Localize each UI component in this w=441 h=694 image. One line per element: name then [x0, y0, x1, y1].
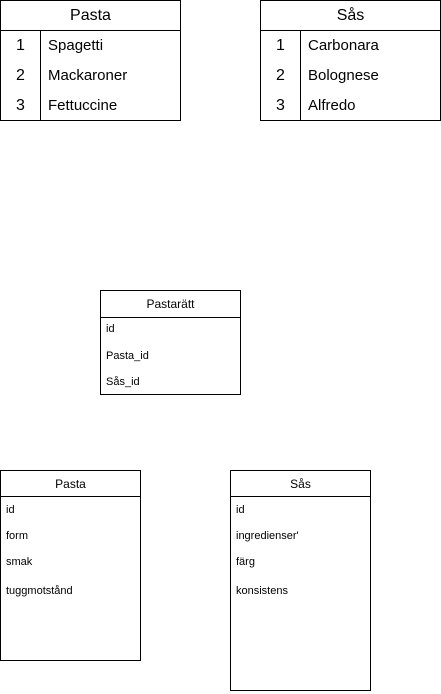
entity-field: id: [236, 504, 245, 516]
table-row: 2 Mackaroner: [1, 61, 180, 91]
pastaratt-entity[interactable]: Pastarätt id Pasta_id Sås_id: [100, 290, 241, 395]
pasta-table[interactable]: Pasta 1 Spagetti 2 Mackaroner 3 Fettucci…: [0, 0, 181, 121]
row-number: 2: [261, 61, 301, 91]
entity-field: ingredienser': [236, 530, 299, 542]
sas-table[interactable]: Sås 1 Carbonara 2 Bolognese 3 Alfredo: [260, 0, 441, 121]
sas-entity[interactable]: Sås id ingredienser' färg konsistens: [230, 470, 371, 691]
row-number: 1: [261, 31, 301, 61]
row-value: Bolognese: [308, 67, 379, 84]
row-number: 1: [1, 31, 41, 61]
table-row: 1 Carbonara: [261, 31, 440, 61]
row-value: Alfredo: [308, 97, 356, 114]
entity-field: id: [106, 323, 115, 335]
row-number: 2: [1, 61, 41, 91]
pasta-entity[interactable]: Pasta id form smak tuggmotstånd: [0, 470, 141, 661]
row-number: 3: [1, 91, 41, 121]
sas-entity-title: Sås: [231, 471, 370, 497]
sas-table-title: Sås: [261, 1, 440, 31]
entity-field: id: [6, 504, 15, 516]
row-value: Spagetti: [48, 37, 104, 54]
entity-field: konsistens: [236, 585, 288, 597]
row-value: Carbonara: [308, 37, 379, 54]
pasta-table-title: Pasta: [1, 1, 180, 31]
table-row: 1 Spagetti: [1, 31, 180, 61]
table-row: 2 Bolognese: [261, 61, 440, 91]
pastaratt-entity-title: Pastarätt: [101, 291, 240, 318]
entity-field: smak: [6, 556, 33, 568]
entity-field: form: [6, 530, 28, 542]
row-value: Mackaroner: [48, 67, 128, 84]
entity-field: färg: [236, 556, 255, 568]
entity-field: Sås_id: [106, 376, 140, 388]
row-number: 3: [261, 91, 301, 121]
row-value: Fettuccine: [48, 97, 118, 114]
pasta-entity-title: Pasta: [1, 471, 140, 497]
table-row: 3 Fettuccine: [1, 91, 180, 121]
entity-field: Pasta_id: [106, 350, 149, 362]
table-row: 3 Alfredo: [261, 91, 440, 121]
entity-field: tuggmotstånd: [6, 585, 73, 597]
